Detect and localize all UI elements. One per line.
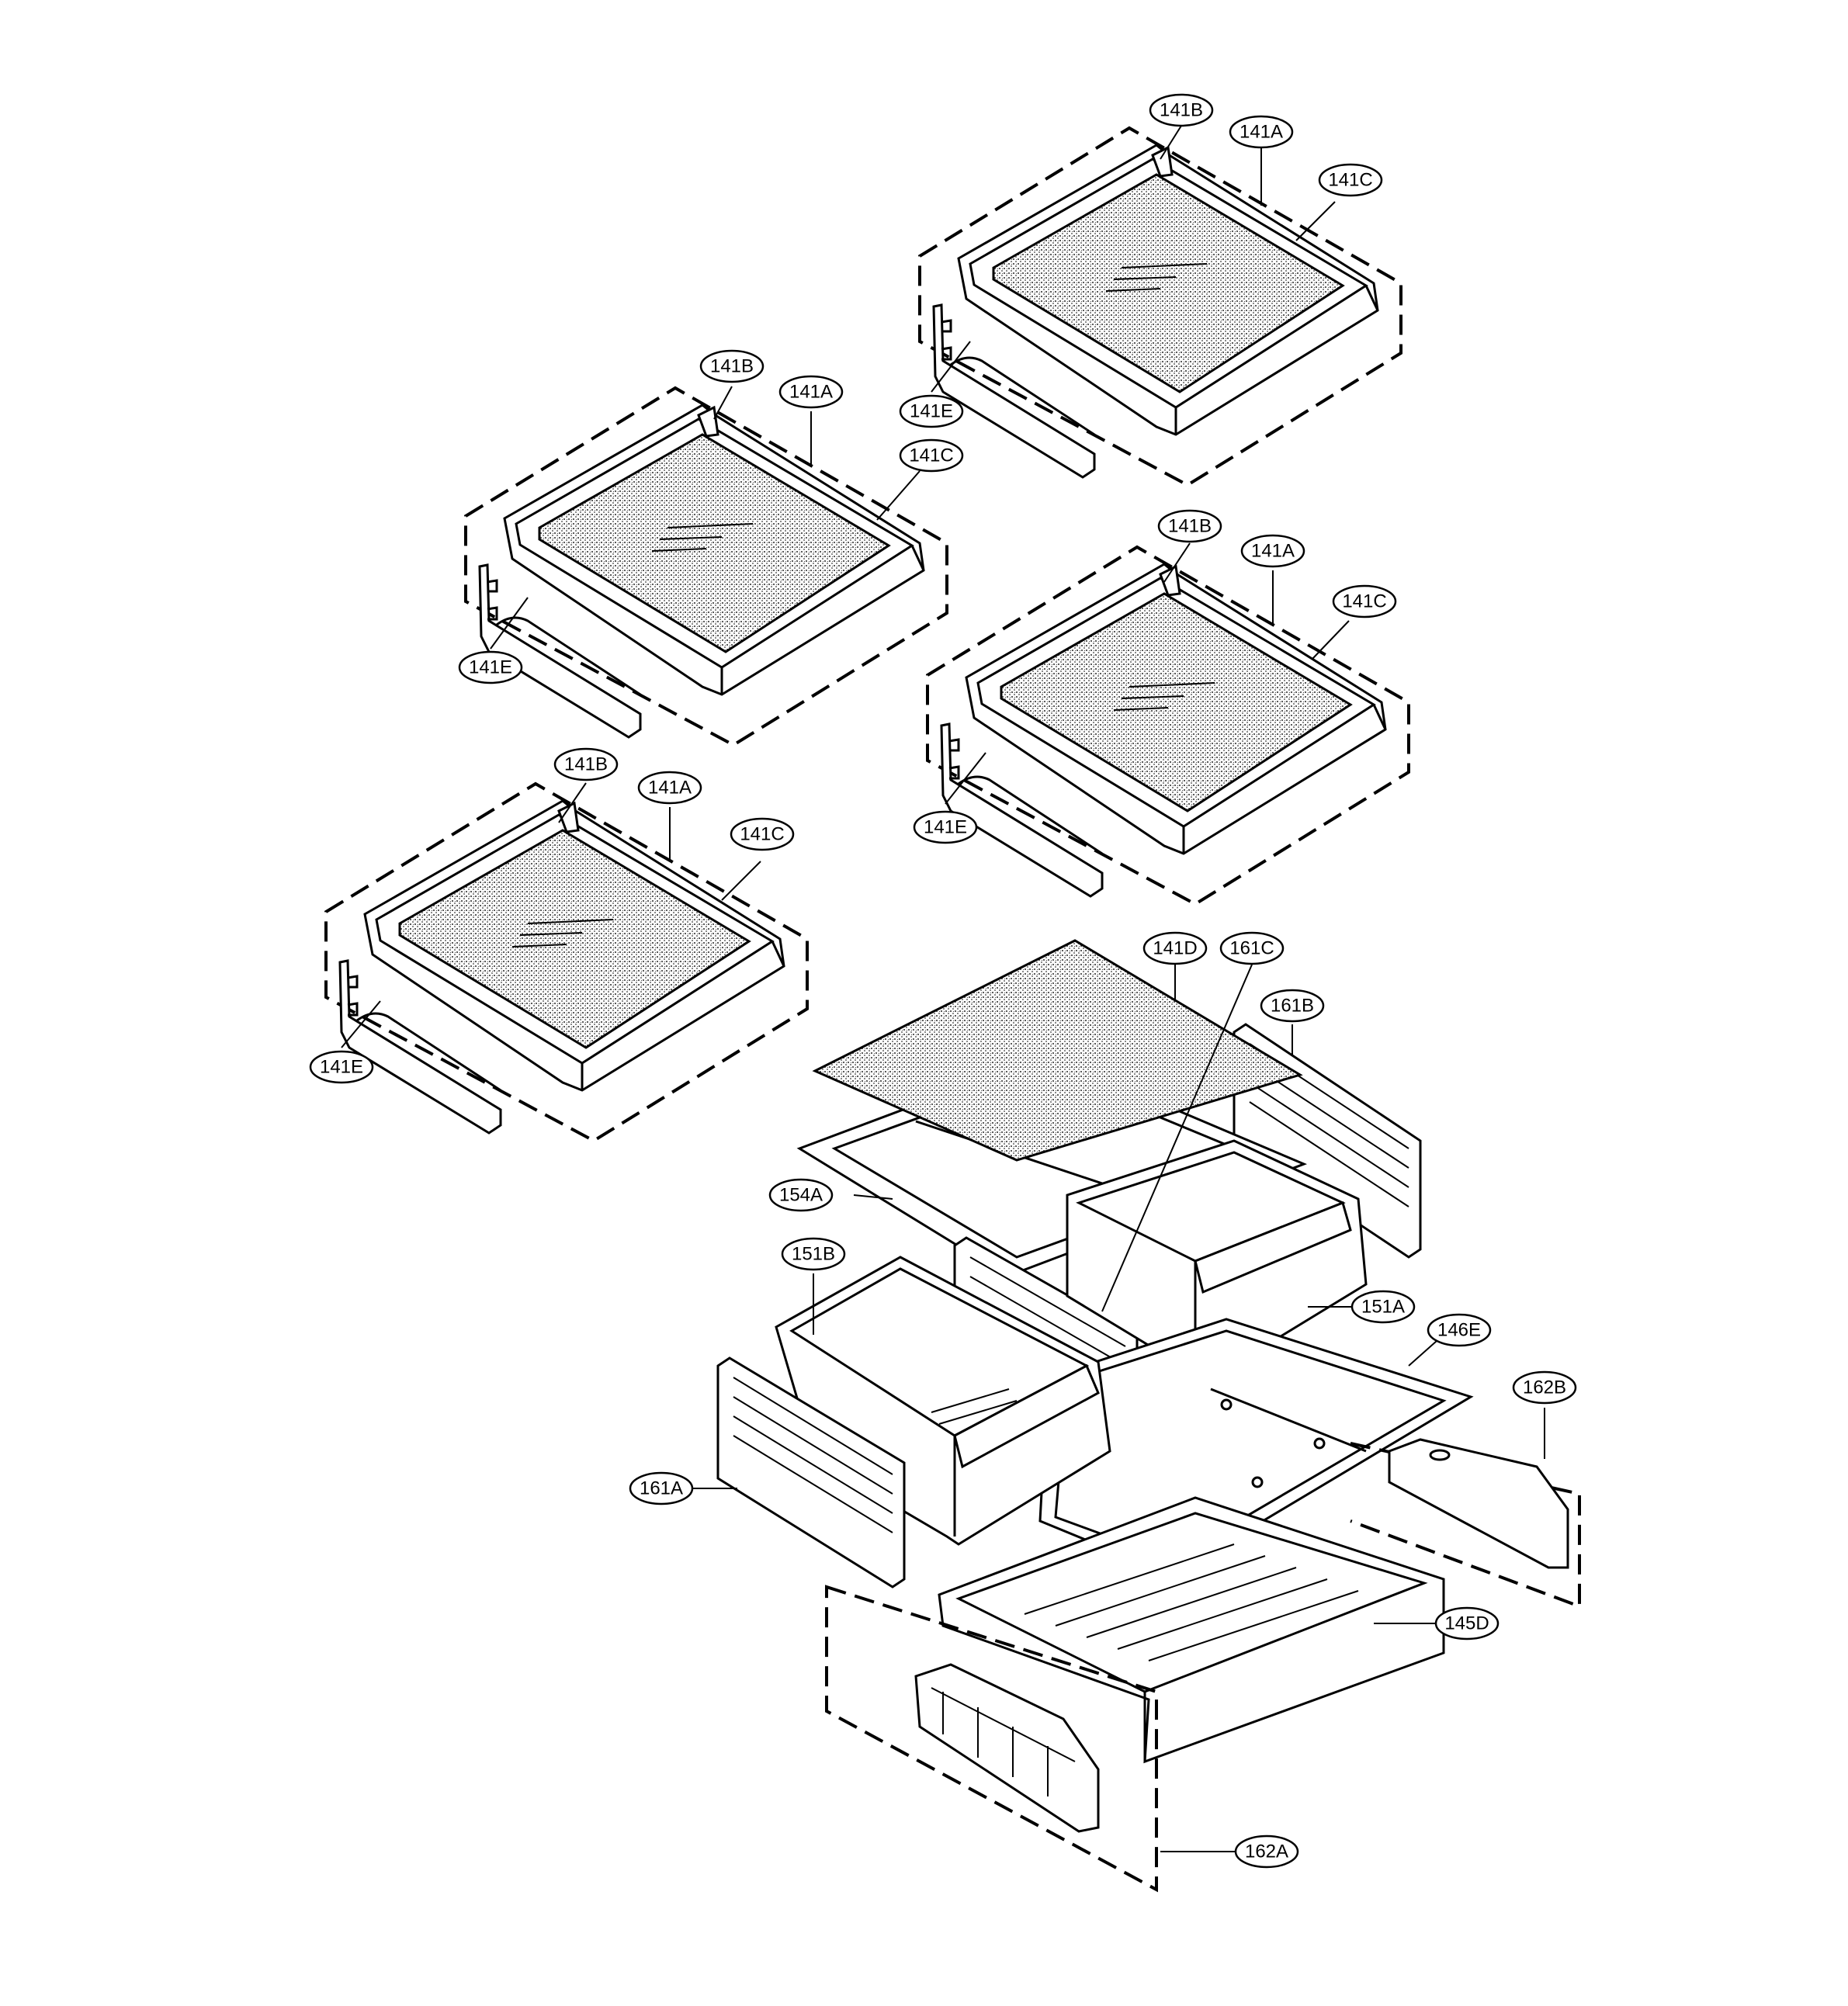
svg-text:141B: 141B xyxy=(564,754,608,775)
svg-text:141B: 141B xyxy=(710,356,754,377)
left-rail xyxy=(825,1585,1158,1893)
callout-141B-shelf4: 141B xyxy=(553,747,619,781)
svg-text:141B: 141B xyxy=(1160,100,1203,121)
callout-161C: 161C xyxy=(1219,931,1285,965)
svg-text:141A: 141A xyxy=(789,382,833,403)
right-drawer xyxy=(1066,1139,1368,1383)
svg-text:161C: 161C xyxy=(1229,938,1274,959)
svg-text:141E: 141E xyxy=(910,401,953,422)
crisper-assembly xyxy=(716,939,1581,1893)
callout-151B: 151B xyxy=(781,1237,846,1271)
callout-141E-shelf1: 141E xyxy=(899,394,964,428)
callout-151A: 151A xyxy=(1350,1290,1416,1324)
svg-text:141B: 141B xyxy=(1168,516,1212,537)
callout-161B: 161B xyxy=(1260,989,1325,1023)
callout-141C-shelf2: 141C xyxy=(899,438,964,473)
svg-text:162A: 162A xyxy=(1245,1841,1288,1862)
callout-141C-shelf3: 141C xyxy=(1332,584,1397,618)
callout-141B-shelf3: 141B xyxy=(1157,509,1222,543)
svg-text:141E: 141E xyxy=(469,657,512,678)
callout-141E-shelf3: 141E xyxy=(913,810,978,844)
svg-text:141C: 141C xyxy=(909,445,953,466)
svg-text:141C: 141C xyxy=(740,824,784,845)
svg-text:141E: 141E xyxy=(924,817,967,838)
right-rail xyxy=(1350,1438,1581,1609)
svg-text:141E: 141E xyxy=(320,1057,363,1078)
svg-text:141A: 141A xyxy=(648,778,692,799)
callout-141E-shelf2: 141E xyxy=(458,650,523,684)
callout-141C-shelf4: 141C xyxy=(730,817,795,851)
svg-text:162B: 162B xyxy=(1523,1377,1566,1398)
shelf-assembly-2 xyxy=(464,386,948,747)
svg-text:161B: 161B xyxy=(1271,996,1314,1017)
callout-154A: 154A xyxy=(768,1178,834,1212)
callout-141A-shelf3: 141A xyxy=(1240,534,1305,568)
callout-161A: 161A xyxy=(629,1471,694,1505)
svg-text:161A: 161A xyxy=(640,1478,683,1499)
svg-text:141C: 141C xyxy=(1342,591,1386,612)
svg-text:154A: 154A xyxy=(779,1185,823,1206)
svg-text:151B: 151B xyxy=(792,1244,835,1265)
callout-145D: 145D xyxy=(1434,1606,1500,1640)
callout-141B-shelf1: 141B xyxy=(1149,93,1214,127)
svg-text:146E: 146E xyxy=(1437,1320,1481,1341)
callout-141A-shelf1: 141A xyxy=(1229,115,1294,149)
callout-141A-shelf4: 141A xyxy=(637,771,702,805)
svg-text:141D: 141D xyxy=(1153,938,1197,959)
svg-text:141C: 141C xyxy=(1328,170,1372,191)
callout-146E: 146E xyxy=(1427,1313,1492,1347)
svg-text:151A: 151A xyxy=(1361,1297,1405,1318)
callout-162B: 162B xyxy=(1512,1370,1577,1405)
callout-141D: 141D xyxy=(1142,931,1208,965)
svg-text:141A: 141A xyxy=(1251,541,1295,562)
svg-text:141A: 141A xyxy=(1240,122,1283,143)
crisper-pan xyxy=(938,1496,1445,1764)
callout-141B-shelf2: 141B xyxy=(699,349,765,383)
crisper-glass xyxy=(812,939,1303,1162)
callout-141A-shelf2: 141A xyxy=(778,375,844,409)
svg-text:145D: 145D xyxy=(1444,1613,1489,1634)
left-divider-panel xyxy=(716,1356,906,1589)
callout-141C-shelf1: 141C xyxy=(1318,163,1383,197)
callout-141E-shelf4: 141E xyxy=(309,1050,374,1084)
callout-162A: 162A xyxy=(1234,1835,1299,1869)
crisper-tray xyxy=(1038,1318,1474,1577)
